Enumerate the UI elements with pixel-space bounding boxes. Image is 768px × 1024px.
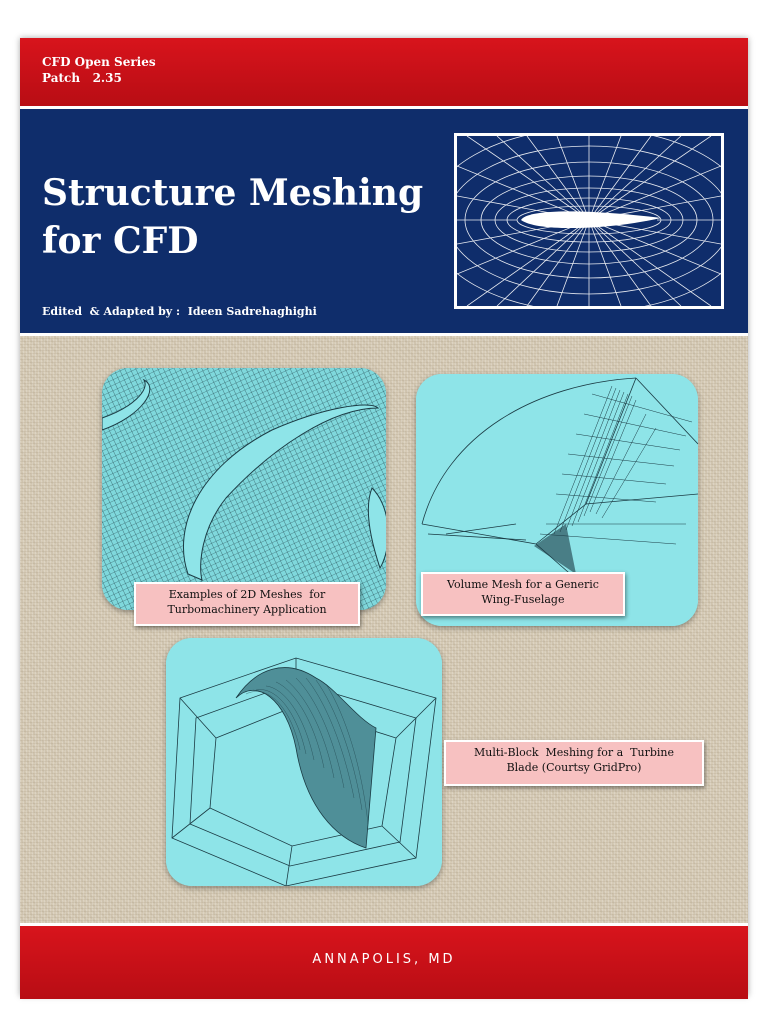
editor-credit: Edited & Adapted by : Ideen Sadrehaghigh… xyxy=(42,305,317,318)
title-line-1: Structure Meshing xyxy=(42,172,424,214)
series-banner: CFD Open Series Patch 2.35 xyxy=(20,38,748,109)
caption-line: Wing-Fuselage xyxy=(481,593,565,606)
caption-line: Volume Mesh for a Generic xyxy=(447,578,599,591)
wing-fuselage-caption: Volume Mesh for a Generic Wing-Fuselage xyxy=(421,572,625,616)
airfoil-mesh-image xyxy=(454,133,724,309)
turbomachinery-caption: Examples of 2D Meshes for Turbomachinery… xyxy=(134,582,360,626)
caption-line: Blade (Courtsy GridPro) xyxy=(506,761,642,774)
cover-page: CFD Open Series Patch 2.35 Structure Mes… xyxy=(20,38,748,999)
series-info: CFD Open Series Patch 2.35 xyxy=(42,54,156,86)
airfoil-mesh-graphic xyxy=(457,136,721,306)
caption-line: Multi-Block Meshing for a Turbine xyxy=(473,746,675,759)
caption-line: Turbomachinery Application xyxy=(167,603,327,616)
wing-fuselage-mesh-graphic xyxy=(416,374,698,626)
turbomachinery-mesh-graphic xyxy=(102,368,386,610)
turbine-blade-mesh-panel xyxy=(166,638,442,886)
book-title: Structure Meshing for CFD xyxy=(42,169,432,265)
turbine-blade-mesh-graphic xyxy=(166,638,442,886)
title-banner: Structure Meshing for CFD Edited & Adapt… xyxy=(20,109,748,336)
patch-number: Patch 2.35 xyxy=(42,71,122,85)
turbomachinery-mesh-panel xyxy=(102,368,386,610)
caption-line: Examples of 2D Meshes for xyxy=(168,588,326,601)
publisher-location: ANNAPOLIS, MD xyxy=(312,952,456,967)
series-name: CFD Open Series xyxy=(42,55,156,69)
turbine-blade-caption: Multi-Block Meshing for a Turbine Blade … xyxy=(444,740,704,786)
title-line-2: for CFD xyxy=(42,220,199,262)
footer-banner: ANNAPOLIS, MD xyxy=(20,923,748,999)
